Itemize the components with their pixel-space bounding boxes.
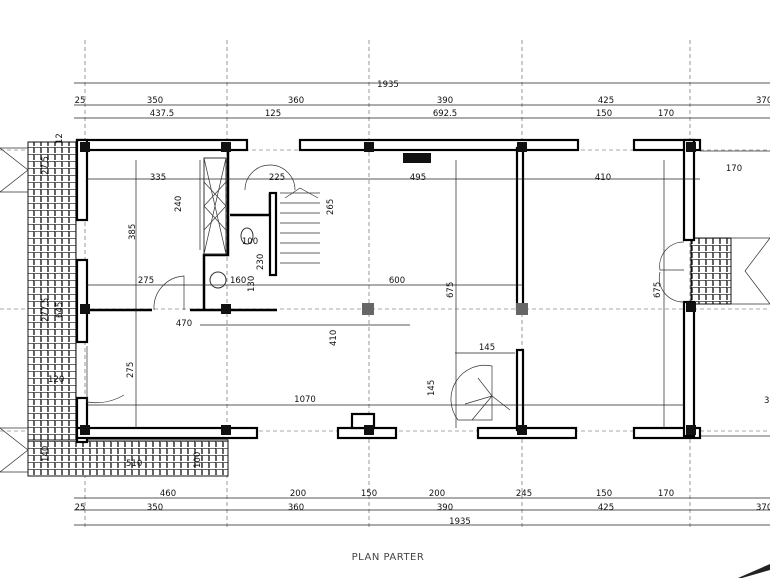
dim-label: 1070 xyxy=(294,395,316,405)
dim-label: 160 xyxy=(230,276,246,286)
dim-label: 277.5 xyxy=(41,298,51,322)
interior-dimensions: 335 225 495 410 170 240 385 265 100 230 … xyxy=(126,164,769,406)
dim-label: 425 xyxy=(598,503,614,513)
dim-label: 675 xyxy=(653,282,663,298)
dim-label: 470 xyxy=(176,319,192,329)
dim-label: 200 xyxy=(290,489,306,499)
dim-label: 170 xyxy=(658,109,674,119)
dim-label: 130 xyxy=(247,276,257,292)
dim-label: 25 xyxy=(75,96,86,106)
dim-label: 460 xyxy=(160,489,176,499)
dim-label: 692.5 xyxy=(433,109,457,119)
walls xyxy=(75,138,702,444)
columns xyxy=(80,142,696,435)
stairs xyxy=(209,153,511,421)
dim-label: 410 xyxy=(595,173,611,183)
dim-label: 120 xyxy=(48,375,64,385)
dim-label: 437.5 xyxy=(150,109,174,119)
dim-label: 275 xyxy=(126,362,136,378)
dim-label: 675 xyxy=(446,282,456,298)
dim-label: 25 xyxy=(75,503,86,513)
dim-label: 225 xyxy=(269,173,285,183)
dimension-lines xyxy=(74,82,770,526)
dim-label: 150 xyxy=(596,489,612,499)
dim-label: 140 xyxy=(41,446,51,462)
dim-label: 150 xyxy=(361,489,377,499)
dim-label: 100 xyxy=(193,452,203,468)
dim-label: 230 xyxy=(256,254,266,270)
dim-label: 360 xyxy=(288,503,304,513)
plan-title: PLAN PARTER xyxy=(352,552,425,563)
dim-label: 275 xyxy=(138,276,154,286)
dim-label: 645 xyxy=(55,302,65,318)
dim-label: 12 xyxy=(55,133,65,144)
top-dimensions: 1935 25 350 360 390 425 370 437.5 125 69… xyxy=(75,80,770,119)
dim-label: 200 xyxy=(429,489,445,499)
dim-label: 390 xyxy=(437,503,453,513)
dim-label: 145 xyxy=(427,380,437,396)
dim-label: 100 xyxy=(242,237,258,247)
dim-label: 265 xyxy=(326,199,336,215)
dim-label: 27.5 xyxy=(41,156,51,175)
dim-label: 145 xyxy=(479,343,495,353)
left-dimensions: 12 27.5 277.5 645 120 140 510 100 xyxy=(41,133,203,469)
dim-label: 510 xyxy=(126,459,142,469)
dim-label: 370 xyxy=(756,96,770,106)
terrace xyxy=(0,141,770,477)
dim-label: 390 xyxy=(437,96,453,106)
dim-total-top: 1935 xyxy=(377,80,399,90)
dim-label: 495 xyxy=(410,173,426,183)
dim-label: 125 xyxy=(265,109,281,119)
bottom-dimensions: 460 200 150 200 245 150 170 25 350 360 3… xyxy=(75,489,770,527)
dim-label: 370 xyxy=(756,503,770,513)
dim-label: 3 xyxy=(764,396,769,406)
dim-label: 245 xyxy=(516,489,532,499)
dim-label: 600 xyxy=(389,276,405,286)
dim-label: 360 xyxy=(288,96,304,106)
dim-total-bottom: 1935 xyxy=(449,517,471,527)
dim-label: 240 xyxy=(174,196,184,212)
dim-label: 335 xyxy=(150,173,166,183)
dim-label: 385 xyxy=(128,224,138,240)
dim-label: 170 xyxy=(658,489,674,499)
dim-label: 350 xyxy=(147,96,163,106)
north-logo xyxy=(738,564,770,578)
dim-label: 425 xyxy=(598,96,614,106)
dim-label: 150 xyxy=(596,109,612,119)
dim-label: 170 xyxy=(726,164,742,174)
dim-label: 350 xyxy=(147,503,163,513)
dim-label: 410 xyxy=(329,330,339,346)
